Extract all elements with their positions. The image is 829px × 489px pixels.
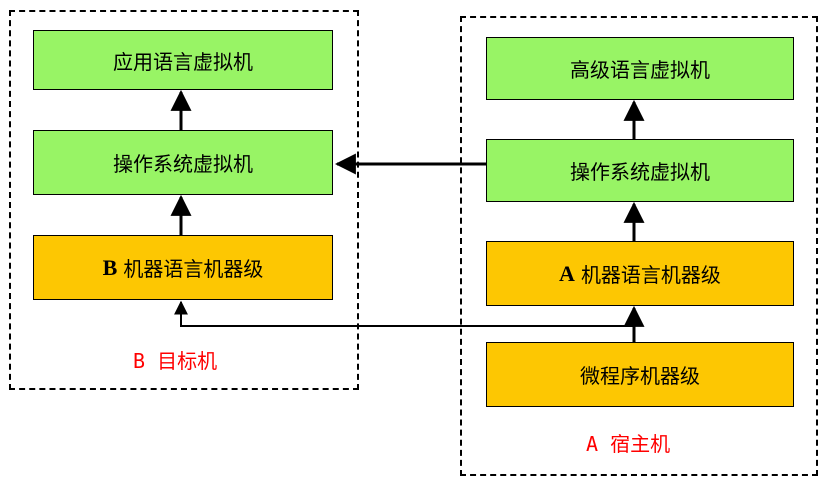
b-machine-language-level-box: B 机器语言机器级 bbox=[33, 235, 333, 300]
b-target-machine-frame bbox=[9, 10, 359, 390]
a-os-vm-box: 操作系统虚拟机 bbox=[486, 139, 794, 202]
b-app-language-vm-box: 应用语言虚拟机 bbox=[33, 30, 333, 90]
a-microprogram-level-box: 微程序机器级 bbox=[486, 342, 794, 407]
a-microprogram-level-label: 微程序机器级 bbox=[580, 364, 700, 388]
a-os-vm-label: 操作系统虚拟机 bbox=[570, 160, 710, 184]
b-machine-language-level-label: 机器语言机器级 bbox=[123, 257, 264, 281]
b-os-vm-box: 操作系统虚拟机 bbox=[33, 130, 333, 195]
b-target-machine-caption: B 目标机 bbox=[133, 349, 218, 373]
a-machine-prefix: A bbox=[559, 260, 575, 286]
a-host-machine-caption: A 宿主机 bbox=[586, 432, 671, 456]
b-app-language-vm-label: 应用语言虚拟机 bbox=[113, 49, 253, 74]
a-machine-language-level-box: A 机器语言机器级 bbox=[486, 241, 794, 306]
a-host-machine-frame bbox=[460, 16, 818, 476]
a-machine-language-level-label: 机器语言机器级 bbox=[580, 263, 721, 287]
a-high-level-language-vm-box: 高级语言虚拟机 bbox=[486, 37, 794, 100]
a-high-level-language-vm-label: 高级语言虚拟机 bbox=[570, 58, 710, 82]
b-os-vm-label: 操作系统虚拟机 bbox=[113, 152, 253, 176]
b-machine-prefix: B bbox=[102, 254, 118, 280]
arrow-a-micro-to-b-machine bbox=[174, 300, 635, 342]
